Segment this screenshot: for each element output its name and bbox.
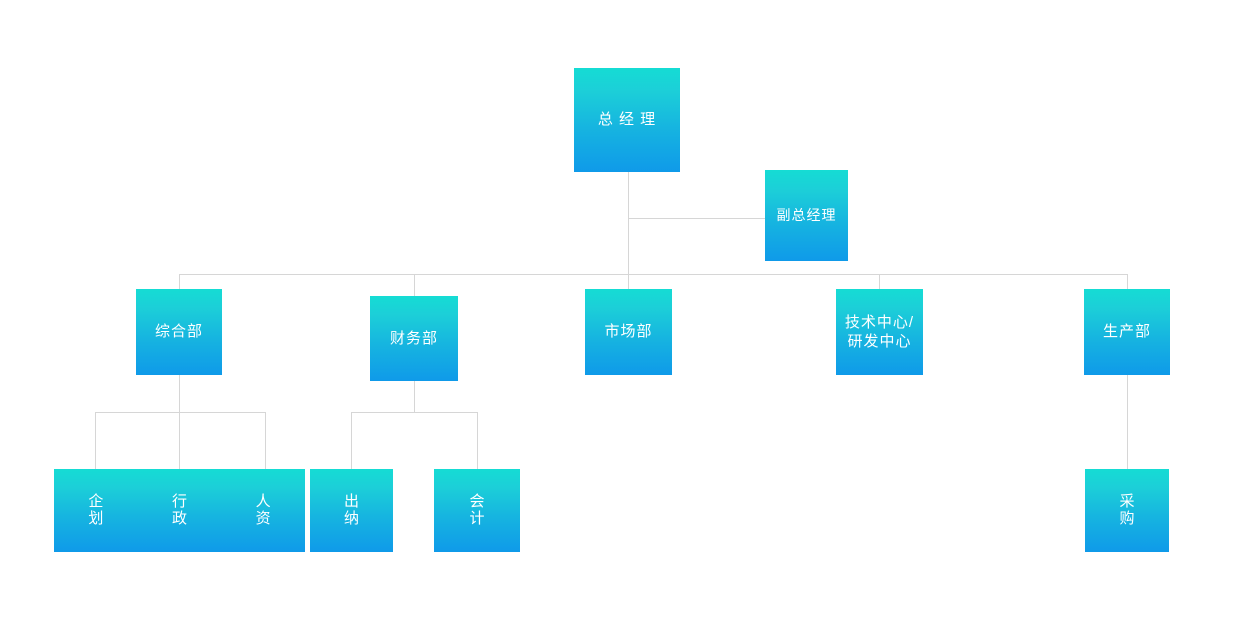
connector-drop-accounting	[477, 412, 478, 469]
node-department-general-affairs-label: 综合部	[154, 323, 203, 341]
node-department-marketing-label: 市场部	[604, 323, 653, 341]
connector-drop-production	[1127, 274, 1128, 289]
connector-drop-human-resources	[265, 412, 266, 469]
node-unit-planning-label: 企 划	[88, 493, 104, 527]
connector-general-affairs-stem	[179, 375, 180, 412]
node-department-production-label: 生产部	[1102, 323, 1151, 341]
node-unit-human-resources-label: 人 资	[255, 493, 271, 527]
node-unit-accounting-label: 会 计	[469, 493, 485, 527]
node-unit-administration[interactable]: 行 政	[138, 493, 222, 527]
connector-production-to-procurement	[1127, 375, 1128, 469]
node-unit-planning[interactable]: 企 划	[54, 493, 138, 527]
node-general-manager-label: 总 经 理	[597, 111, 657, 129]
node-department-tech-center-label: 技术中心/ 研发中心	[844, 313, 915, 350]
node-department-production[interactable]: 生产部	[1084, 289, 1170, 375]
node-department-marketing[interactable]: 市场部	[585, 289, 672, 375]
connector-main-bus	[179, 274, 1128, 275]
node-unit-procurement-label: 采 购	[1119, 493, 1135, 527]
connector-drop-cashier	[351, 412, 352, 469]
node-deputy-general-manager[interactable]: 副总经理	[765, 170, 848, 261]
node-general-manager[interactable]: 总 经 理	[574, 68, 680, 172]
connector-drop-tech-center	[879, 274, 880, 289]
connector-drop-planning	[95, 412, 96, 469]
node-department-finance[interactable]: 财务部	[370, 296, 458, 381]
node-department-general-affairs[interactable]: 综合部	[136, 289, 222, 375]
connector-gm-trunk	[628, 172, 629, 274]
connector-finance-stem	[414, 381, 415, 412]
node-unit-administration-label: 行 政	[172, 493, 188, 527]
node-unit-human-resources[interactable]: 人 资	[221, 493, 305, 527]
connector-drop-general-affairs	[179, 274, 180, 289]
connector-drop-marketing	[628, 274, 629, 289]
connector-finance-bus	[351, 412, 477, 413]
connector-drop-administration	[179, 412, 180, 469]
node-department-finance-label: 财务部	[389, 329, 438, 347]
node-unit-accounting[interactable]: 会 计	[434, 469, 520, 552]
connector-gm-to-deputy	[628, 218, 765, 219]
connector-drop-finance	[414, 274, 415, 296]
node-department-tech-center[interactable]: 技术中心/ 研发中心	[836, 289, 923, 375]
node-deputy-general-manager-label: 副总经理	[776, 206, 837, 223]
connector-general-affairs-bus	[95, 412, 266, 413]
node-unit-cashier-label: 出 纳	[343, 493, 359, 527]
node-group-general-affairs-units: 企 划 行 政 人 资	[54, 469, 305, 552]
node-unit-cashier[interactable]: 出 纳	[310, 469, 393, 552]
node-unit-procurement[interactable]: 采 购	[1085, 469, 1169, 552]
